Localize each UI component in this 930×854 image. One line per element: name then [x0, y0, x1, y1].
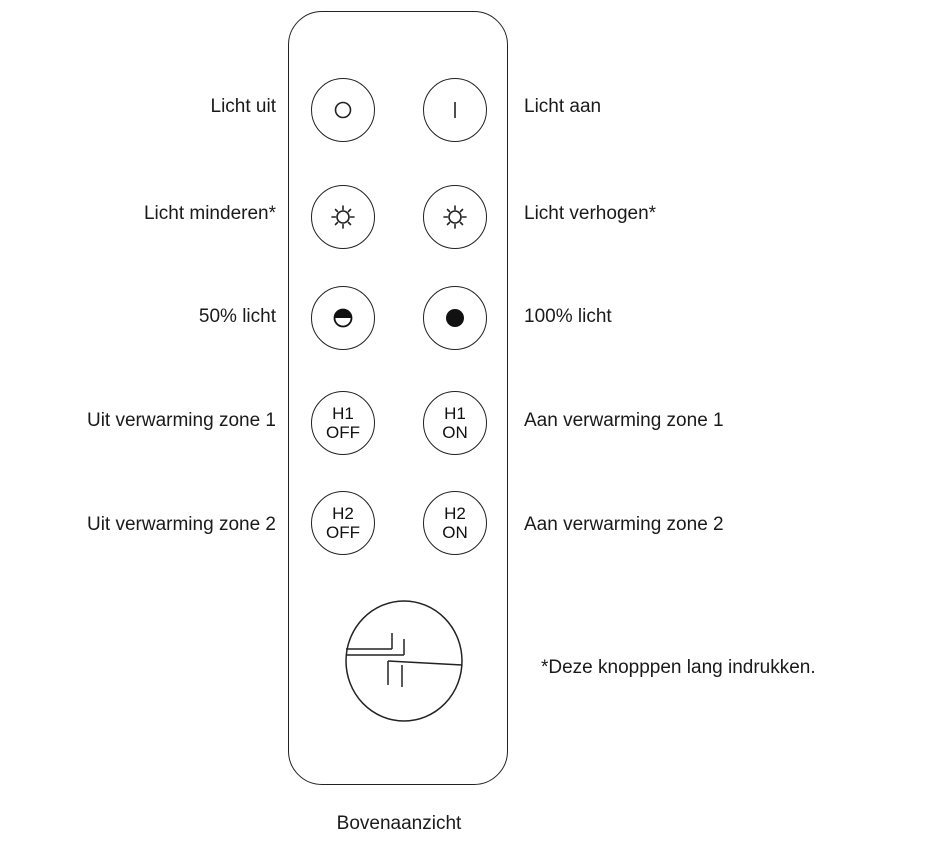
label-heating-zone1-off: Uit verwarming zone 1: [86, 410, 276, 431]
light-100-button[interactable]: [423, 286, 487, 350]
label-heating-zone2-on: Aan verwarming zone 2: [524, 514, 724, 535]
button-text-off: OFF: [326, 423, 360, 442]
label-heating-zone1-on: Aan verwarming zone 1: [524, 410, 724, 431]
heating-zone1-on-button[interactable]: H1 ON: [423, 391, 487, 455]
button-text-on: ON: [442, 523, 468, 542]
button-text-h2: H2: [332, 504, 354, 523]
long-press-note: *Deze knopppen lang indrukken.: [541, 657, 816, 678]
light-off-button[interactable]: [311, 78, 375, 142]
button-text-on: ON: [442, 423, 468, 442]
label-light-on: Licht aan: [524, 96, 602, 117]
view-caption: Bovenaanzicht: [336, 813, 462, 834]
label-light-bright: Licht verhogen*: [524, 203, 657, 224]
button-text-h2: H2: [444, 504, 466, 523]
sun-bright-icon: [443, 205, 467, 229]
brand-mark-icon: [345, 600, 463, 722]
sun-dim-icon: [331, 205, 355, 229]
circle-off-icon: [334, 101, 352, 119]
label-light-dim: Licht minderen*: [143, 203, 276, 224]
button-text-h1: H1: [332, 404, 354, 423]
light-50-button[interactable]: [311, 286, 375, 350]
button-text-off: OFF: [326, 523, 360, 542]
heating-zone2-on-button[interactable]: H2 ON: [423, 491, 487, 555]
bar-on-icon: [454, 102, 456, 118]
label-light-100: 100% licht: [524, 306, 612, 327]
heating-zone1-off-button[interactable]: H1 OFF: [311, 391, 375, 455]
label-light-50: 50% licht: [198, 306, 276, 327]
button-text-h1: H1: [444, 404, 466, 423]
label-light-off: Licht uit: [210, 96, 276, 117]
light-bright-button[interactable]: [423, 185, 487, 249]
full-circle-icon: [446, 309, 464, 327]
label-heating-zone2-off: Uit verwarming zone 2: [86, 514, 276, 535]
light-dim-button[interactable]: [311, 185, 375, 249]
heating-zone2-off-button[interactable]: H2 OFF: [311, 491, 375, 555]
light-on-button[interactable]: [423, 78, 487, 142]
half-circle-icon: [333, 308, 353, 328]
